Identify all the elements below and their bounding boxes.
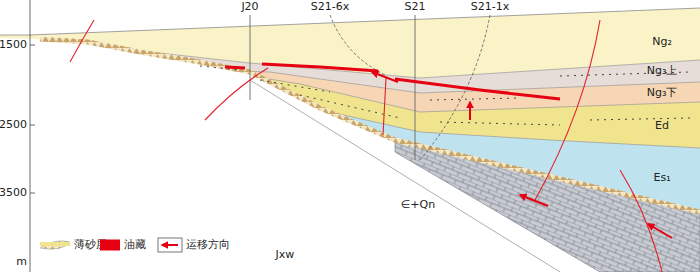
carbonate-block xyxy=(395,140,700,272)
depth-value: 1500 xyxy=(0,39,27,52)
basement xyxy=(0,38,700,272)
layer-name: Ng₃上 xyxy=(647,65,678,78)
depth-value: 2500 xyxy=(0,119,27,132)
ground-line xyxy=(0,8,700,35)
well-name: J20 xyxy=(241,1,258,14)
migration-arrows xyxy=(372,72,672,238)
oil-reservoirs xyxy=(225,64,560,99)
layer-name: Ng₃下 xyxy=(647,87,678,100)
depth-axis xyxy=(30,0,35,272)
legend-samples xyxy=(40,238,182,252)
legend-swatch xyxy=(100,240,120,251)
depth-value: 3500 xyxy=(0,187,27,200)
legend-text: 运移方向 xyxy=(186,239,230,252)
layer-name: Ng₂ xyxy=(652,36,672,49)
well-name: S21-6x xyxy=(311,1,349,14)
basement-line xyxy=(250,80,560,272)
well-name: S21 xyxy=(405,1,426,14)
layer-name: Jxw xyxy=(276,249,295,262)
ng2-layer xyxy=(0,8,700,272)
legend-text: 油藏 xyxy=(124,239,146,252)
layer-name: Es₁ xyxy=(653,172,670,185)
layer-name: Ed xyxy=(655,120,669,133)
thin-sands xyxy=(200,66,690,125)
layer-name: ∈+Qn xyxy=(401,199,435,212)
unconformity xyxy=(40,39,700,212)
well-name: S21-1x xyxy=(471,1,509,14)
faults xyxy=(70,20,662,272)
depth-unit: m xyxy=(16,256,27,269)
